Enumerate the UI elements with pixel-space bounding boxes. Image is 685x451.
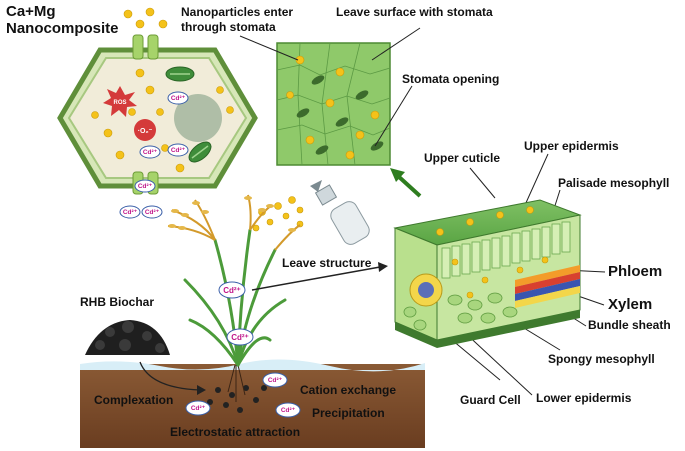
phloem-label: Phloem: [608, 263, 663, 280]
cell-cd-ions: Cd²⁺ Cd²⁺ Cd²⁺ Cd²⁺ Cd²⁺ Cd²⁺: [119, 91, 189, 219]
ros-label: ROS: [113, 100, 126, 106]
svg-text:Cd²⁺: Cd²⁺: [171, 147, 186, 154]
ros-burst-icon: ROS: [103, 86, 137, 117]
svg-text:Cd²⁺: Cd²⁺: [145, 209, 160, 216]
nanocomposite-title-line1: Ca+Mg: [6, 3, 56, 20]
chloroplast-icon: [165, 66, 212, 163]
leave-structure-arrow: [251, 262, 388, 291]
nanoparticles-label-line1: Nanoparticles enter: [181, 5, 294, 19]
palisade-mesophyll-label: Palisade mesophyll: [558, 176, 670, 190]
bundle-sheath-label: Bundle sheath: [588, 318, 671, 332]
stomata-icons: [296, 75, 384, 155]
soil-cd-ions: Cd²⁺ Cd²⁺ Cd²⁺: [185, 372, 301, 418]
upper-epidermis-label: Upper epidermis: [524, 139, 619, 153]
rhb-biochar-label: RHB Biochar: [80, 295, 155, 309]
svg-text:Cd²⁺: Cd²⁺: [138, 183, 153, 190]
vacuole-icon: [174, 94, 222, 142]
biochar-pile-icon: [85, 320, 170, 355]
precipitation-label: Precipitation: [312, 406, 385, 420]
leaf-surface-label: Leave surface with stomata: [336, 5, 493, 19]
svg-text:Cd²⁺: Cd²⁺: [268, 377, 283, 384]
svg-text:Cd²⁺: Cd²⁺: [191, 405, 206, 412]
cation-exchange-label: Cation exchange: [300, 383, 397, 397]
leave-structure-label: Leave structure: [282, 256, 372, 270]
spray-bottle-icon: [310, 180, 370, 245]
upper-cuticle-label: Upper cuticle: [424, 151, 501, 165]
falling-nanoparticles: [123, 7, 168, 29]
complexation-label: Complexation: [94, 393, 174, 407]
biochar-arrow: [139, 361, 201, 391]
leaf-cross-section: [393, 199, 582, 348]
o2-label: ·O₂⁻: [138, 128, 153, 135]
rice-plant-icon: Cd²⁺ Cd²⁺: [167, 194, 301, 367]
svg-text:Cd²⁺: Cd²⁺: [123, 209, 138, 216]
o2-radical: [134, 119, 156, 141]
lower-epidermis-label: Lower epidermis: [536, 391, 632, 405]
stomata-opening-label: Stomata opening: [402, 72, 500, 86]
guard-cell-label: Guard Cell: [460, 393, 521, 407]
electrostatic-attraction-label: Electrostatic attraction: [170, 425, 301, 439]
spongy-mesophyll-label: Spongy mesophyll: [548, 352, 655, 366]
svg-text:Cd²⁺: Cd²⁺: [143, 149, 158, 156]
plant-cd-lower: Cd²⁺: [231, 333, 249, 342]
svg-text:Cd²⁺: Cd²⁺: [281, 407, 296, 414]
green-arrow: [390, 168, 422, 198]
plant-cd-upper: Cd²⁺: [223, 286, 241, 295]
plant-cell: ROS ·O₂⁻ Cd²⁺ Cd²⁺ Cd²⁺ Cd²⁺ Cd²⁺ Cd²⁺: [57, 7, 258, 219]
nanoparticles-label-line2: through stomata: [181, 20, 276, 34]
spray-droplets: [252, 196, 304, 232]
cell-nanoparticles: [91, 68, 234, 173]
leaf-surface-panel: [276, 42, 391, 166]
nanocomposite-title-line2: Nanocomposite: [6, 20, 119, 37]
soil-layer: [80, 359, 425, 448]
channel-top: [132, 34, 144, 60]
svg-text:Cd²⁺: Cd²⁺: [171, 95, 186, 102]
xylem-label: Xylem: [608, 296, 653, 313]
